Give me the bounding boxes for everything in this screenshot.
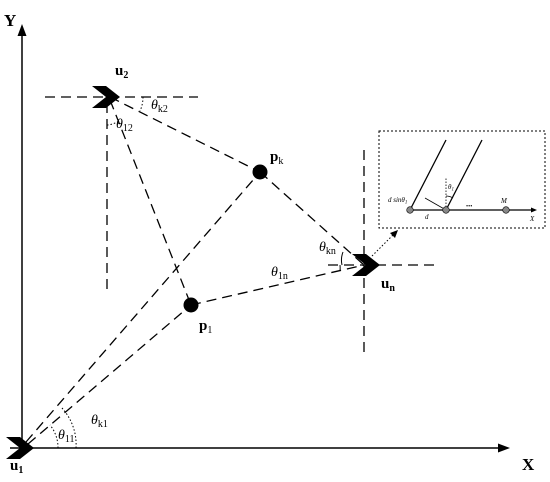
x-axis-arrow <box>498 443 510 453</box>
label-theta-1n: θ1n <box>271 265 288 282</box>
line-pk-un <box>259 171 365 266</box>
sensor-u2 <box>92 86 120 108</box>
inset-x-label: X <box>529 215 535 223</box>
arc-theta-k2 <box>139 96 144 112</box>
y-axis-label: Y <box>4 11 16 30</box>
sensor-u1 <box>6 437 34 459</box>
label-p1: p1 <box>199 318 212 336</box>
inset-wave-2 <box>445 139 483 211</box>
inset-element-m <box>502 206 510 214</box>
label-theta-k1: θk1 <box>91 413 108 430</box>
sensor-un-icon <box>352 254 380 276</box>
arc-theta-12 <box>106 120 120 126</box>
line-u1-p1 <box>27 304 192 445</box>
label-theta-11: θ11 <box>58 428 75 445</box>
line-p1-un <box>190 264 365 306</box>
inset-x-arrow <box>531 207 537 213</box>
inset-theta-label: θ1 <box>448 183 454 193</box>
zoom-connector <box>371 230 398 257</box>
inset-dots-label: ••• <box>466 204 472 210</box>
label-pk: pk <box>270 149 283 167</box>
label-theta-k2: θk2 <box>151 98 168 115</box>
inset-m-label: M <box>500 197 508 205</box>
angle-arcs <box>49 96 144 449</box>
target-p1 <box>183 297 199 313</box>
inset-wave-1 <box>409 139 447 211</box>
label-u2: u2 <box>115 63 128 81</box>
inset-projection <box>424 197 447 211</box>
y-axis-arrow <box>17 24 27 36</box>
label-theta-kn: θkn <box>319 240 336 257</box>
zoom-connector-line <box>371 234 394 257</box>
arc-theta-k1 <box>60 406 77 449</box>
label-theta-12: θ12 <box>116 117 133 134</box>
line-u2-p1 <box>109 99 192 306</box>
target-pk <box>252 164 268 180</box>
inset-element-1 <box>406 206 414 214</box>
inset-theta-arc <box>445 195 454 199</box>
axes <box>10 24 510 453</box>
array-inset: d sinθ1 θ1 d ••• M X <box>378 130 546 229</box>
sensor-u2-icon <box>92 86 120 108</box>
x-axis-label: X <box>522 455 535 474</box>
sensor-u1-icon <box>6 437 34 459</box>
inset-d-label: d <box>425 213 429 221</box>
zoom-connector-arrowhead <box>390 230 398 238</box>
label-u1: u1 <box>10 458 23 476</box>
arc-theta-11 <box>49 424 59 449</box>
angle-arcs-solid <box>339 251 344 272</box>
reference-lines <box>45 96 438 355</box>
line-u2-pk <box>109 96 261 173</box>
inset-element-2 <box>442 206 450 214</box>
bearing-lines <box>25 96 365 445</box>
arc-theta-kn <box>341 251 344 266</box>
line-u1-pk <box>25 171 261 443</box>
label-un: un <box>381 276 395 294</box>
sensor-un <box>352 254 380 276</box>
inset-d-sin-label: d sinθ1 <box>388 196 407 206</box>
